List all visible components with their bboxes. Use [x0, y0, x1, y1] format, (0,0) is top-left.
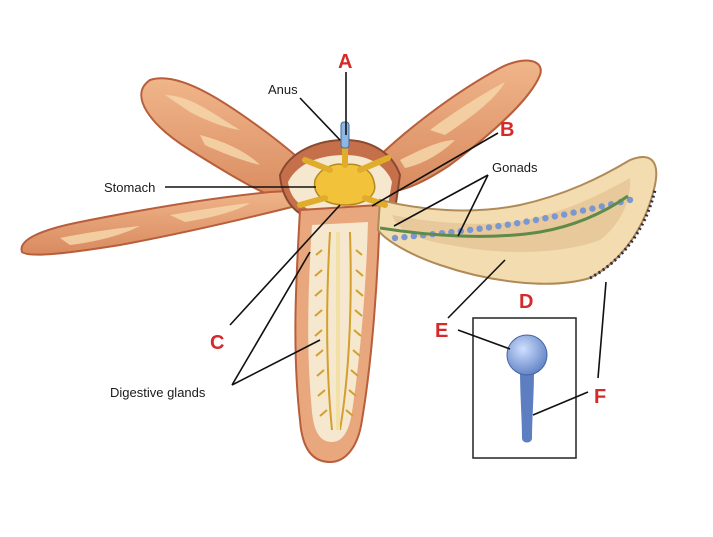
- arm-spines: [589, 189, 657, 280]
- tube-foot: [551, 213, 558, 220]
- tube-foot: [523, 218, 530, 225]
- label-anus: Anus: [268, 82, 298, 97]
- tube-foot: [410, 232, 417, 240]
- stomach-organ: [297, 145, 391, 208]
- tube-foot: [391, 234, 399, 242]
- tube-foot-icon: [506, 334, 548, 443]
- arm-left: [20, 188, 312, 256]
- label-letter-a: A: [338, 51, 352, 73]
- label-digestive-glands: Digestive glands: [110, 385, 206, 400]
- tube-foot: [579, 207, 587, 214]
- tube-foot: [598, 203, 605, 210]
- tube-foot: [626, 196, 634, 204]
- tube-foot: [476, 225, 483, 232]
- anus-tube: [340, 121, 350, 149]
- gonad-strip: [379, 194, 629, 238]
- digestive-glands: [314, 231, 364, 431]
- label-gonads: Gonads: [492, 160, 538, 175]
- leader-lines: [165, 72, 607, 416]
- tube-foot: [589, 205, 596, 212]
- label-letter-f: F: [594, 386, 606, 408]
- arm-left-pattern: [60, 203, 250, 245]
- tube-foot: [542, 215, 549, 222]
- stomach-shape: [313, 163, 376, 206]
- tube-foot: [561, 211, 568, 218]
- tube-foot: [504, 221, 511, 228]
- tube-foot: [495, 222, 502, 230]
- tube-foot: [532, 216, 540, 224]
- arm-upper-right-pattern: [400, 82, 505, 168]
- tube-foot: [514, 220, 521, 227]
- tube-foot: [448, 229, 455, 236]
- inset-tube-foot: [472, 317, 577, 459]
- tube-foot: [401, 233, 408, 241]
- label-letter-c: C: [210, 332, 224, 354]
- label-letter-d: D: [519, 291, 533, 313]
- tube-foot: [485, 224, 493, 231]
- label-stomach: Stomach: [104, 180, 155, 195]
- label-letter-b: B: [500, 119, 514, 141]
- label-letter-e: E: [435, 320, 448, 342]
- stomach-branches: [297, 145, 391, 208]
- tube-foot: [570, 209, 577, 216]
- arm-upper-left-pattern: [165, 95, 260, 165]
- tube-foot: [467, 226, 474, 234]
